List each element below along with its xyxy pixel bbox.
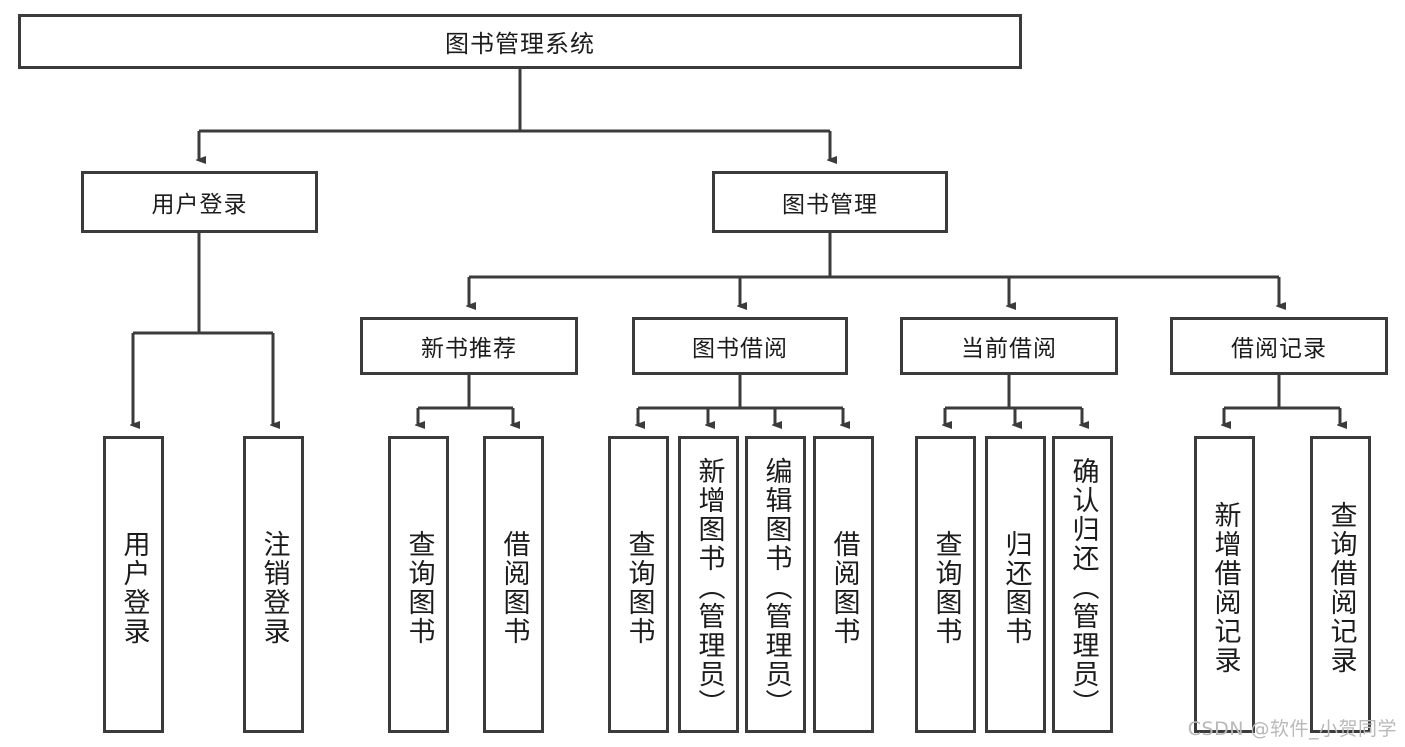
leaf-user-login-label: 用户登录 <box>118 529 150 646</box>
leaf-edit-book-admin[interactable]: 编辑图书（管理员） <box>745 436 806 733</box>
node-new-book-recommend-label: 新书推荐 <box>421 336 517 362</box>
node-user-login-label: 用户登录 <box>151 192 248 218</box>
leaf-query-book-current-label: 查询图书 <box>930 529 962 646</box>
node-book-management-label: 图书管理 <box>782 192 878 218</box>
leaf-add-book-admin-label: 新增图书（管理员） <box>693 457 725 718</box>
node-book-borrow-label: 图书借阅 <box>692 336 788 362</box>
leaf-add-borrow-record-label: 新增借阅记录 <box>1209 500 1241 675</box>
leaf-add-book-admin[interactable]: 新增图书（管理员） <box>678 436 739 733</box>
node-root-label: 图书管理系统 <box>445 30 595 58</box>
leaf-query-borrow-record[interactable]: 查询借阅记录 <box>1310 436 1371 733</box>
leaf-query-book-current[interactable]: 查询图书 <box>915 436 976 733</box>
leaf-confirm-return-admin[interactable]: 确认归还（管理员） <box>1052 436 1113 733</box>
leaf-query-book-borrow[interactable]: 查询图书 <box>608 436 669 733</box>
node-book-management[interactable]: 图书管理 <box>712 171 948 233</box>
leaf-query-book-recommend-label: 查询图书 <box>403 529 435 646</box>
leaf-query-book-borrow-label: 查询图书 <box>623 529 655 646</box>
node-current-borrow[interactable]: 当前借阅 <box>900 317 1118 375</box>
node-new-book-recommend[interactable]: 新书推荐 <box>360 317 578 375</box>
node-borrow-record[interactable]: 借阅记录 <box>1170 317 1388 375</box>
node-current-borrow-label: 当前借阅 <box>961 336 1057 362</box>
leaf-logout[interactable]: 注销登录 <box>243 436 304 733</box>
leaf-return-book-label: 归还图书 <box>1000 529 1032 646</box>
leaf-user-login[interactable]: 用户登录 <box>103 436 164 733</box>
watermark-text: CSDN @软件_小贺同学 <box>1187 718 1397 740</box>
leaf-borrow-book[interactable]: 借阅图书 <box>813 436 874 733</box>
node-root[interactable]: 图书管理系统 <box>18 14 1022 69</box>
leaf-borrow-book-recommend[interactable]: 借阅图书 <box>483 436 544 733</box>
node-user-login[interactable]: 用户登录 <box>81 171 318 233</box>
leaf-confirm-return-admin-label: 确认归还（管理员） <box>1067 457 1099 718</box>
node-borrow-record-label: 借阅记录 <box>1231 336 1327 362</box>
leaf-borrow-book-recommend-label: 借阅图书 <box>498 529 530 646</box>
leaf-add-borrow-record[interactable]: 新增借阅记录 <box>1194 436 1255 733</box>
leaf-edit-book-admin-label: 编辑图书（管理员） <box>760 457 792 718</box>
leaf-query-borrow-record-label: 查询借阅记录 <box>1325 500 1357 675</box>
leaf-logout-label: 注销登录 <box>258 529 290 646</box>
leaf-query-book-recommend[interactable]: 查询图书 <box>388 436 449 733</box>
node-book-borrow[interactable]: 图书借阅 <box>632 317 848 375</box>
leaf-borrow-book-label: 借阅图书 <box>828 529 860 646</box>
leaf-return-book[interactable]: 归还图书 <box>985 436 1046 733</box>
